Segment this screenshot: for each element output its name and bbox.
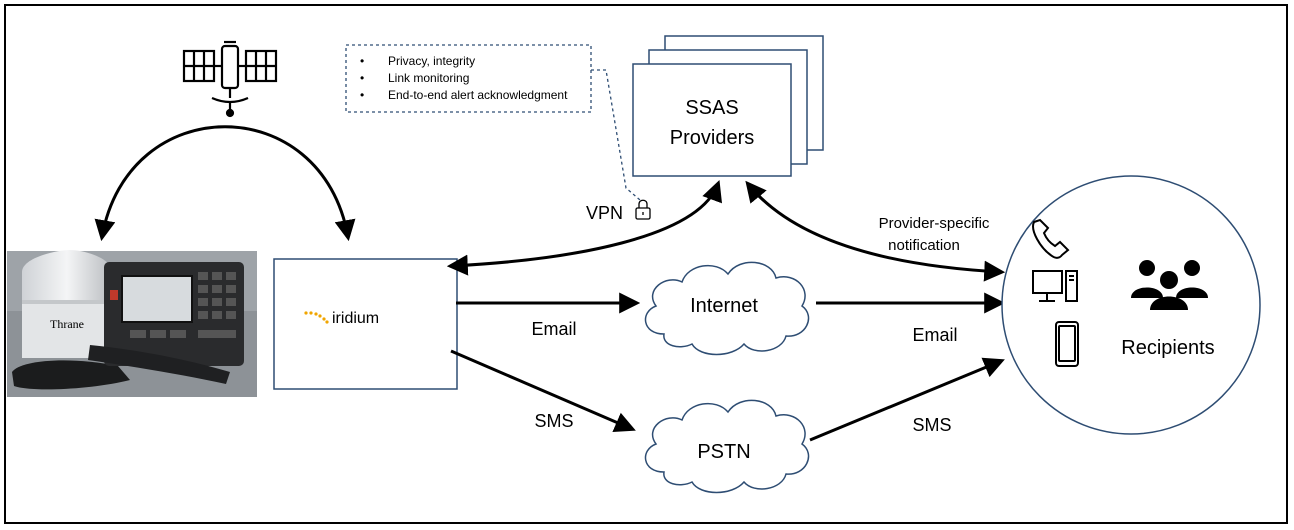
ssas-subtitle: Providers: [670, 127, 754, 149]
vpn-link-arrow: [446, 180, 722, 276]
provider-notification-label: Provider-specific: [879, 215, 990, 232]
svg-text:•: •: [360, 54, 364, 68]
sms-arrow-right: [809, 357, 1005, 442]
sms-arrow-left: [450, 349, 636, 432]
provider-notification-label-2: notification: [888, 237, 960, 254]
sms-label-right: SMS: [912, 415, 951, 435]
iridium-box: [273, 258, 458, 390]
iridium-logo-text: iridium: [332, 310, 379, 327]
provider-notification-arrow: [745, 180, 1006, 282]
notes-connector: [591, 69, 641, 201]
ship-terminal-image: Thrane: [7, 250, 257, 397]
recipients-circle: [1001, 175, 1261, 435]
internet-label: Internet: [690, 295, 758, 317]
sms-label-left: SMS: [534, 411, 573, 431]
people-group-icon: [1131, 260, 1208, 310]
satellite-icon: [182, 40, 278, 118]
terminal-brand-label: Thrane: [50, 317, 84, 331]
diagram-frame: [4, 4, 1288, 524]
recipients-label: Recipients: [1121, 337, 1214, 359]
phone-icon: [1032, 218, 1070, 259]
lock-icon: [635, 199, 651, 220]
note-item: Link monitoring: [388, 71, 469, 85]
svg-text:•: •: [360, 88, 364, 102]
note-item: Privacy, integrity: [388, 54, 475, 68]
email-label-right: Email: [912, 325, 957, 345]
ssas-providers-box: [632, 35, 824, 177]
svg-text:•: •: [360, 71, 364, 85]
internet-cloud: [644, 261, 810, 356]
tablet-icon: [1055, 321, 1079, 367]
email-label-left: Email: [531, 319, 576, 339]
vpn-label: VPN: [586, 203, 623, 223]
notes-bullets: • • • Privacy, integrity Link monitoring E…: [360, 54, 568, 102]
desktop-computer-icon: [1032, 270, 1078, 302]
notes-box: [345, 44, 592, 113]
pstn-cloud: [644, 399, 810, 494]
satellite-link-arrow: [94, 125, 356, 242]
ssas-title: SSAS: [685, 97, 738, 119]
pstn-label: PSTN: [697, 441, 750, 463]
note-item: End-to-end alert acknowledgment: [388, 88, 568, 102]
iridium-logo-icon: [304, 311, 329, 324]
